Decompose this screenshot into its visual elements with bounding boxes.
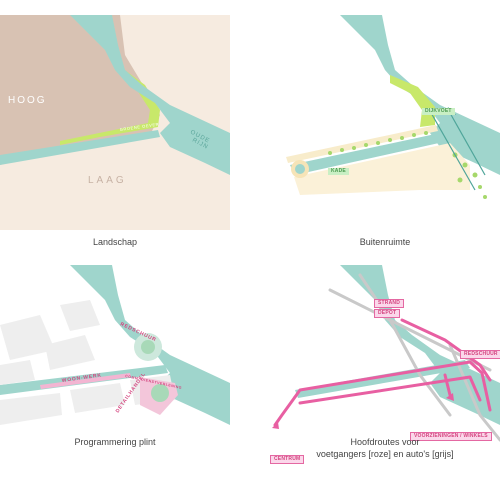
buitenruimte-caption: Buitenruimte (359, 237, 411, 247)
canal (0, 130, 160, 165)
buitenruimte-map (270, 15, 500, 230)
label-hoog: HOOG (8, 95, 47, 106)
landschap-caption: Landschap (92, 237, 138, 247)
canal (290, 133, 448, 175)
river-area (70, 15, 230, 175)
buitenruimte-panel: DIJKVOET KADE (270, 15, 500, 230)
tag-dijkvoet: DIJKVOET (422, 108, 455, 115)
plint-panel: REDSCHUUR WOON-WERK COMM. DIENSTVERLENIN… (0, 265, 230, 480)
caption-line-2: voetgangers [roze] en auto's [grijs] (316, 449, 454, 459)
caption-line-1: Hoofdroutes voor (350, 437, 420, 447)
kade-upper (286, 125, 438, 163)
hoofdroutes-caption: Hoofdroutes voor voetgangers [roze] en a… (270, 436, 500, 460)
hoofdroutes-panel: STRAND DEPOT REDSCHUUR VOORZIENINGEN / W… (270, 265, 500, 480)
landschap-map: HOOG LAAG OUDE RIJN GROENE OEVER (0, 15, 230, 230)
route-arrow (429, 110, 476, 191)
tag-voorzieningen: VOORZIENINGEN / WINKELS (410, 432, 492, 441)
label-laag: LAAG (88, 175, 127, 186)
label-green-edge: GROENE OEVER (119, 122, 159, 132)
tree-row (328, 131, 487, 199)
tag-centrum: CENTRUM (270, 455, 305, 464)
woonwerk-band (40, 373, 131, 389)
tag-strand: STRAND (374, 299, 405, 308)
tag-kade: KADE (328, 168, 349, 175)
arrow-head-icon (272, 422, 279, 429)
label-woonwerk: WOON-WERK (61, 372, 102, 384)
tag-depot: DEPOT (374, 309, 401, 318)
tag-redschuur: REDSCHUUR (460, 350, 500, 359)
plint-map: REDSCHUUR WOON-WERK COMM. DIENSTVERLENIN… (0, 265, 230, 480)
plint-caption: Programmering plint (74, 437, 156, 447)
landschap-panel: HOOG LAAG OUDE RIJN GROENE OEVER (0, 15, 230, 230)
kade-lower (294, 143, 470, 195)
